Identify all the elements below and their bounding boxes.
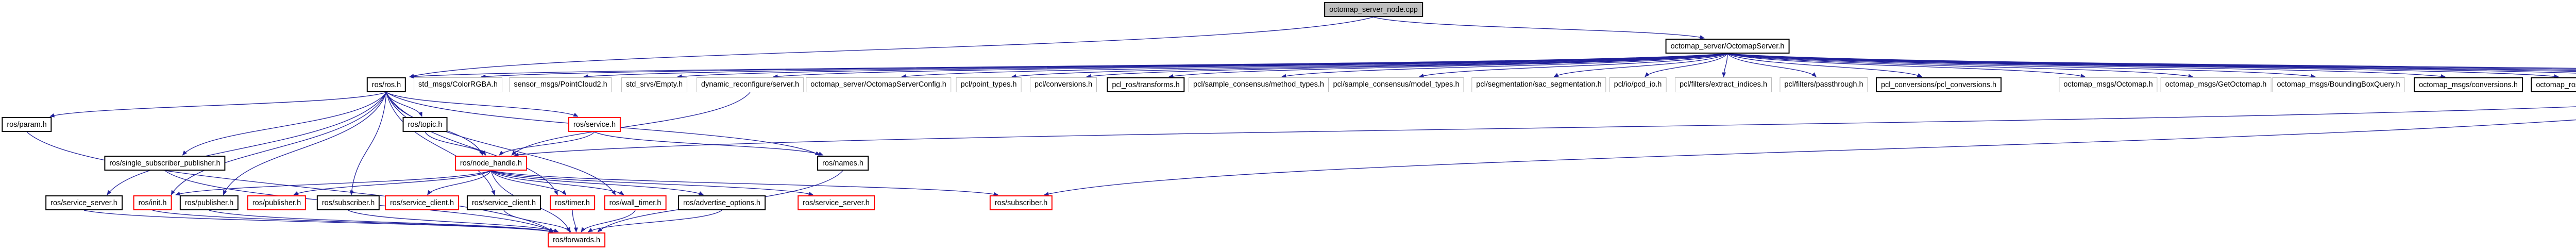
include-edge	[1281, 53, 1728, 78]
include-edge	[107, 92, 387, 195]
graph-node-topic[interactable]: ros/topic.h	[402, 117, 448, 132]
graph-node-wall-timer[interactable]: ros/wall_timer.h	[604, 195, 667, 210]
graph-node-ssp[interactable]: ros/single_subscriber_publisher.h	[104, 156, 226, 171]
include-edge	[503, 210, 571, 232]
graph-node-pcl-sac-segmentation: pcl/segmentation/sac_segmentation.h	[1471, 77, 1606, 92]
include-edge	[1727, 53, 2576, 69]
include-edge	[511, 92, 751, 156]
graph-node-pcl-sac-model-types: pcl/sample_consensus/model_types.h	[1328, 77, 1464, 92]
graph-node-pcl-sac-method-types: pcl/sample_consensus/method_types.h	[1189, 77, 1329, 92]
graph-node-pcl-filters-passthrough: pcl/filters/passthrough.h	[1780, 77, 1868, 92]
include-edge	[1086, 53, 1728, 78]
include-edge	[409, 16, 1374, 78]
include-edge	[1645, 53, 1728, 77]
include-edge	[1727, 53, 2193, 78]
graph-node-init[interactable]: ros/init.h	[133, 195, 172, 210]
include-edge	[490, 170, 998, 196]
graph-node-service-client-r[interactable]: ros/service_client.h	[384, 195, 460, 210]
graph-node-service-client-b[interactable]: ros/service_client.h	[466, 195, 541, 210]
include-edge	[171, 92, 387, 195]
graph-node-pcl-conversions-pcl-conversions[interactable]: pcl_conversions/pcl_conversions.h	[1875, 77, 2002, 92]
include-edge	[182, 92, 387, 156]
graph-node-publisher-r[interactable]: ros/publisher.h	[247, 195, 307, 210]
graph-node-octomap-msgs-getoctomap: octomap_msgs/GetOctomap.h	[2160, 77, 2272, 92]
graph-node-ros-ros[interactable]: ros/ros.h	[366, 77, 406, 92]
graph-node-sensor-msgs-pointcloud2: sensor_msgs/PointCloud2.h	[509, 77, 612, 92]
graph-node-param[interactable]: ros/param.h	[2, 117, 52, 132]
include-edge	[83, 210, 554, 234]
graph-node-pcl-filters-extract-indices: pcl/filters/extract_indices.h	[1674, 77, 1772, 92]
graph-node-pcl-io-pcd-io: pcl/io/pcd_io.h	[1609, 77, 1667, 92]
graph-node-names[interactable]: ros/names.h	[817, 156, 869, 171]
include-edge	[1727, 53, 2446, 78]
include-edge	[490, 170, 814, 196]
include-edge	[386, 92, 616, 195]
include-edge	[499, 131, 595, 156]
include-edge	[901, 53, 1728, 79]
include-edge	[1373, 16, 1705, 39]
graph-node-subscriber-r[interactable]: ros/subscriber.h	[989, 195, 1053, 210]
graph-node-subscriber-b[interactable]: ros/subscriber.h	[316, 195, 380, 210]
graph-node-node-cpp: octomap_server_node.cpp	[1324, 2, 1423, 17]
include-edge	[1727, 53, 2576, 72]
include-edge	[490, 170, 566, 195]
include-edge	[514, 106, 2576, 157]
include-edge	[773, 53, 1728, 79]
include-edge	[1727, 53, 2316, 78]
include-edge	[152, 210, 554, 234]
include-edge	[386, 92, 496, 195]
include-edge	[293, 170, 492, 195]
graph-node-dynamic-reconfigure-server: dynamic_reconfigure/server.h	[696, 77, 804, 92]
include-edge	[1727, 53, 1817, 77]
include-edge	[1419, 53, 1728, 78]
include-edge	[1011, 53, 1728, 78]
edge-group	[26, 16, 2576, 234]
include-edge	[223, 92, 387, 195]
include-edge	[386, 92, 558, 195]
include-edge	[1727, 53, 1923, 77]
graph-node-octomap-server-config: octomap_server/OctomapServerConfig.h	[806, 77, 951, 92]
include-edge	[348, 210, 559, 232]
graph-node-std-msgs-colorrgba: std_msgs/ColorRGBA.h	[414, 77, 502, 92]
include-edge	[1553, 53, 1728, 77]
graph-node-octomap-ros-conversions[interactable]: octomap_ros/conversions.h	[2531, 77, 2576, 92]
graph-node-service[interactable]: ros/service.h	[568, 117, 621, 132]
graph-node-octomap-msgs-conversions[interactable]: octomap_msgs/conversions.h	[2414, 77, 2523, 92]
include-edge	[490, 170, 624, 195]
include-edge	[490, 170, 704, 195]
graph-node-timer[interactable]: ros/timer.h	[550, 195, 595, 210]
include-edge	[594, 131, 824, 156]
include-edge	[1168, 53, 1728, 78]
include-edge	[1722, 53, 1728, 77]
include-edge	[349, 92, 387, 195]
graph-node-publisher-b[interactable]: ros/publisher.h	[179, 195, 239, 210]
include-edge	[427, 170, 492, 195]
graph-node-std-srvs-empty: std_srvs/Empty.h	[621, 77, 688, 92]
graph-node-service-server-r[interactable]: ros/service_server.h	[798, 195, 875, 210]
graph-node-server-h[interactable]: octomap_server/OctomapServer.h	[1665, 39, 1790, 54]
graph-node-pcl-conversions: pcl/conversions.h	[1029, 77, 1097, 92]
include-edge	[49, 92, 387, 118]
include-edge	[175, 170, 492, 196]
include-edge	[386, 92, 579, 117]
include-edge	[1044, 119, 2576, 196]
include-edge	[581, 210, 636, 232]
include-edge	[425, 131, 486, 156]
include-edge	[209, 210, 554, 233]
graph-node-pcl-ros-transforms[interactable]: pcl_ros/transforms.h	[1107, 77, 1185, 92]
include-edge	[1727, 53, 2086, 78]
include-edge	[572, 210, 578, 232]
include-edge	[26, 131, 554, 232]
graph-node-forwards[interactable]: ros/forwards.h	[548, 232, 605, 247]
graph-node-service-server-b[interactable]: ros/service_server.h	[45, 195, 123, 210]
graph-node-advertise-options[interactable]: ros/advertise_options.h	[678, 195, 766, 210]
graph-node-octomap-msgs-octomap: octomap_msgs/Octomap.h	[2059, 77, 2158, 92]
graph-node-pcl-point-types: pcl/point_types.h	[956, 77, 1022, 92]
include-edge	[386, 92, 422, 117]
graph-node-node-handle[interactable]: ros/node_handle.h	[454, 156, 528, 171]
graph-node-octomap-msgs-bbxquery: octomap_msgs/BoundingBoxQuery.h	[2272, 77, 2405, 92]
